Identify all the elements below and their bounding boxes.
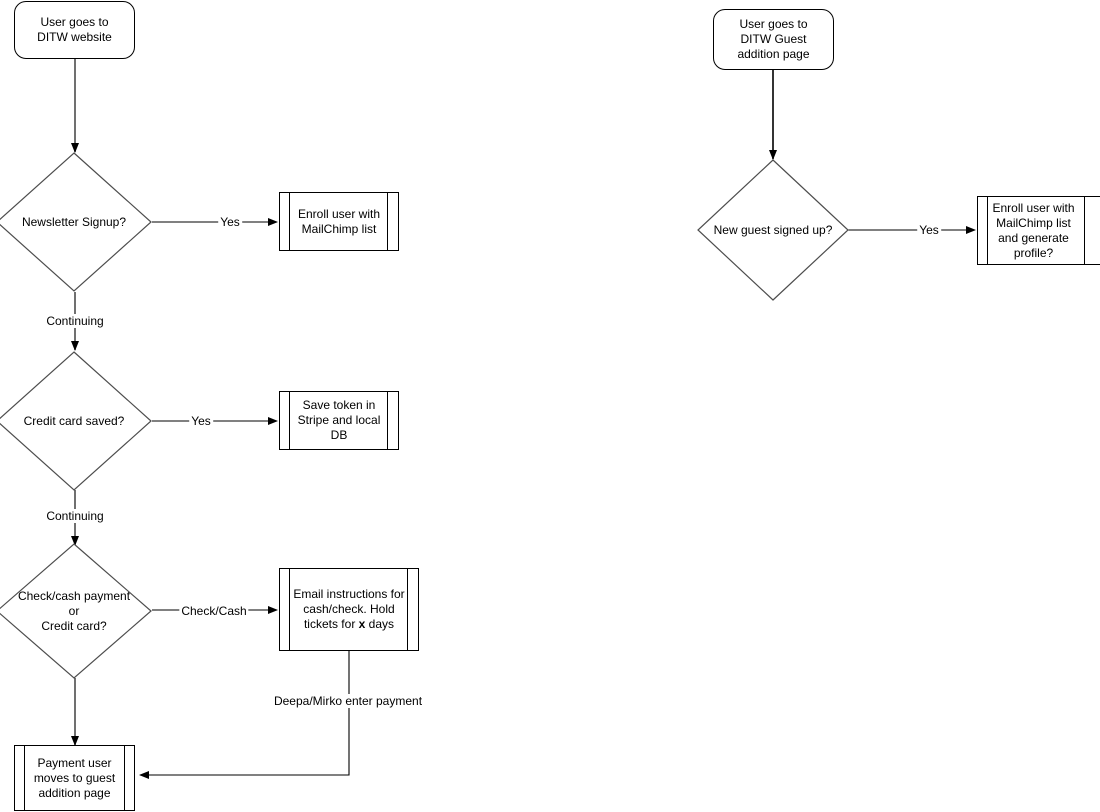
node-newsletter-signup[interactable]: Newsletter Signup? [0,152,152,292]
node-payment-type-label: Check/cash payment or Credit card? [18,589,130,634]
node-new-guest-signed-up-label: New guest signed up? [713,222,833,237]
node-payment-type-line1: Check/cash payment [17,588,131,603]
diamond-shape [697,159,849,301]
email-text-part1: Email instructions for cash/check. Hold … [293,587,405,631]
email-text-bold-x: x [358,617,366,631]
node-start-guest-page[interactable]: User goes to DITW Guest addition page [713,9,834,70]
node-start-website[interactable]: User goes to DITW website [14,1,135,59]
node-credit-card-saved[interactable]: Credit card saved? [0,351,152,491]
node-new-guest-signed-up[interactable]: New guest signed up? [697,159,849,301]
node-start-guest-page-label: User goes to DITW Guest addition page [737,17,810,61]
node-enroll-mailchimp-profile-label: Enroll user with MailChimp list and gene… [992,200,1075,260]
node-credit-card-saved-label: Credit card saved? [23,413,125,428]
edge-label-newsletter-yes: Yes [218,215,242,229]
edge-label-deepa-mirko: Deepa/Mirko enter payment [271,694,425,708]
email-text-part2: days [365,617,395,631]
predef-right-bar [407,568,408,651]
node-payment-type-line2: or [68,603,80,618]
node-payment-user-moves-label: Payment user moves to guest addition pag… [33,755,116,800]
node-save-token[interactable]: Save token in Stripe and local DB [279,391,399,450]
predef-left-bar [289,192,290,251]
diamond-shape [0,351,152,491]
node-start-website-label: User goes to DITW website [37,15,112,44]
node-enroll-mailchimp-profile[interactable]: Enroll user with MailChimp list and gene… [977,196,1100,265]
node-email-instructions[interactable]: Email instructions for cash/check. Hold … [279,568,419,651]
node-enroll-mailchimp[interactable]: Enroll user with MailChimp list [279,192,399,251]
predef-right-bar [387,192,388,251]
node-save-token-label: Save token in Stripe and local DB [297,398,381,442]
node-payment-user-moves[interactable]: Payment user moves to guest addition pag… [14,745,135,811]
node-enroll-mailchimp-label: Enroll user with MailChimp list [297,206,381,236]
edge-label-newsletter-continuing: Continuing [44,314,106,328]
node-payment-type[interactable]: Check/cash payment or Credit card? [0,543,152,679]
predef-left-bar [987,196,988,265]
diamond-shape [0,543,152,679]
edge-label-payment-check-cash: Check/Cash [179,604,249,618]
node-newsletter-signup-label: Newsletter Signup? [21,214,127,229]
node-payment-type-line3: Credit card? [41,618,107,633]
predef-right-bar [124,745,125,811]
predef-right-bar [1084,196,1085,265]
predef-left-bar [24,745,25,811]
edge-label-creditcard-continuing: Continuing [44,509,106,523]
node-email-instructions-label: Email instructions for cash/check. Hold … [280,587,418,632]
predef-left-bar [289,568,290,651]
diamond-shape [0,152,152,292]
predef-left-bar [289,391,290,450]
edge-label-guest-yes: Yes [917,223,941,237]
edge-label-creditcard-yes: Yes [189,414,213,428]
connector-email-to-paymentuser [139,651,350,779]
predef-right-bar [387,391,388,450]
